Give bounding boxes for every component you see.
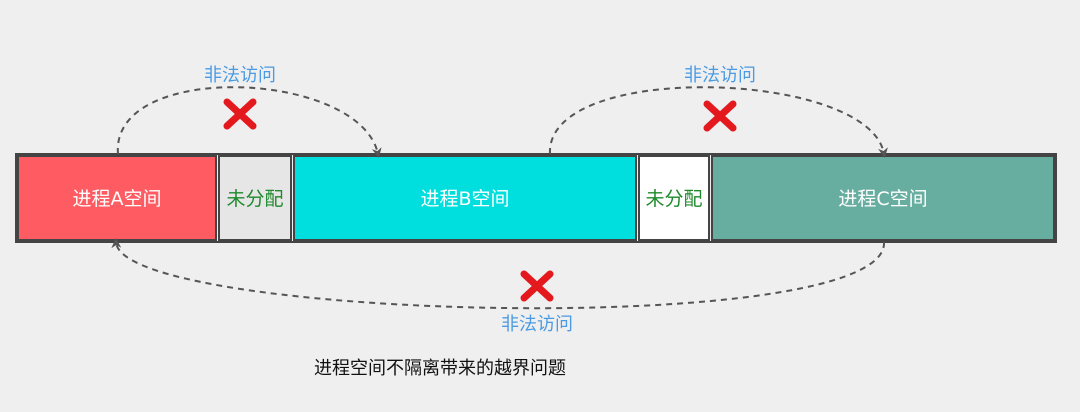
arrow-a-to-b-label: 非法访问 — [204, 65, 276, 86]
segment-process-a: 进程A空间 — [17, 155, 217, 241]
arrow-c-to-a-label: 非法访问 — [501, 314, 573, 335]
segment-process-c-box — [711, 155, 1055, 241]
segment-unallocated-2: 未分配 — [638, 155, 710, 241]
access-arrow-b-to-c: 非法访问 — [548, 65, 888, 158]
segment-process-b-box — [293, 155, 637, 241]
blocked-mark-a-to-b — [223, 98, 257, 130]
access-arrow-a-to-b: 非法访问 — [116, 65, 382, 158]
arrow-c-to-a-path — [111, 238, 886, 310]
segment-unallocated-1-label: 未分配 — [226, 188, 283, 210]
segment-unallocated-2-box — [638, 155, 710, 241]
access-arrow-c-to-a: 非法访问 — [111, 238, 886, 335]
arrow-b-to-c-path — [548, 86, 888, 158]
diagram-caption: 进程空间不隔离带来的越界问题 — [314, 358, 566, 379]
segment-process-b: 进程B空间 — [293, 155, 637, 241]
blocked-x-icon — [520, 270, 554, 302]
segment-process-a-label: 进程A空间 — [73, 188, 162, 210]
arrow-a-to-b-path — [116, 86, 382, 158]
blocked-mark-b-to-c — [703, 100, 737, 132]
segment-process-c: 进程C空间 — [711, 155, 1055, 241]
segment-process-b-label: 进程B空间 — [420, 188, 509, 210]
segment-unallocated-1-box — [218, 155, 292, 241]
segment-unallocated-2-label: 未分配 — [645, 188, 702, 210]
blocked-mark-c-to-a — [520, 270, 554, 302]
segment-process-c-label: 进程C空间 — [838, 188, 927, 210]
blocked-x-icon — [703, 100, 737, 132]
memory-bar-frame — [15, 153, 1057, 243]
arrow-b-to-c-label: 非法访问 — [684, 65, 756, 86]
blocked-x-icon — [223, 98, 257, 130]
segment-unallocated-1: 未分配 — [218, 155, 292, 241]
